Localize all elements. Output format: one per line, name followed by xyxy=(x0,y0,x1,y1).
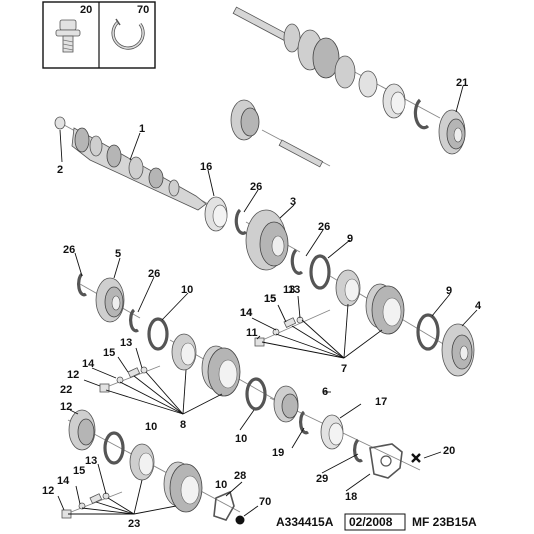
callout-23: 23 xyxy=(128,518,140,530)
callout-70: 70 xyxy=(259,496,271,508)
bolt-icon xyxy=(55,19,81,53)
synchro-ring-10-b xyxy=(245,377,267,411)
callout-2: 2 xyxy=(57,164,63,176)
callout-13-a: 13 xyxy=(283,284,295,296)
callout-12-a: 12 xyxy=(67,369,79,381)
callout-14-c: 14 xyxy=(57,475,70,487)
circlip-19 xyxy=(299,410,309,435)
callout-15-a: 15 xyxy=(264,293,276,305)
circlip-70-marker xyxy=(235,515,245,525)
synchro-ring-10-a xyxy=(147,317,169,351)
callout-14-b: 14 xyxy=(82,358,95,370)
callout-9-a: 9 xyxy=(347,233,353,245)
synchro-assembly-23 xyxy=(129,443,203,513)
circlip-top xyxy=(413,98,430,130)
callout-10-d: 10 xyxy=(215,479,227,491)
detent-parts-right xyxy=(254,309,331,347)
circlip-26-b xyxy=(290,248,304,275)
callout-10-b: 10 xyxy=(145,421,157,433)
footer-ref-code: A334415A xyxy=(276,515,334,529)
plate-18 xyxy=(369,443,403,479)
gear-21 xyxy=(438,109,466,155)
callout-26-a: 26 xyxy=(250,181,262,193)
pinion-gear-top xyxy=(230,99,260,141)
callout-26-d: 26 xyxy=(148,268,160,280)
pin-2 xyxy=(54,116,66,130)
legend-label-20: 20 xyxy=(80,4,92,16)
detent-parts-bottom xyxy=(61,491,123,519)
callout-21: 21 xyxy=(456,77,468,89)
detent-parts-mid xyxy=(99,365,161,393)
callout-14-a: 14 xyxy=(240,307,253,319)
callout-labels: 1 2 3 4 5 6 7 8 9 9 10 10 10 10 11 12 12… xyxy=(42,77,482,530)
gear-3 xyxy=(245,209,301,271)
callout-29: 29 xyxy=(316,473,328,485)
synchro-ring-9-a xyxy=(309,254,331,290)
bearing-top xyxy=(382,83,406,119)
legend-label-70: 70 xyxy=(137,4,149,16)
secondary-shaft-assembly xyxy=(230,6,466,168)
callout-1: 1 xyxy=(139,123,145,135)
callout-9-b: 9 xyxy=(446,285,452,297)
circlip-26-c xyxy=(77,272,87,297)
footer-model: MF 23B15A xyxy=(412,515,477,529)
callout-28: 28 xyxy=(234,470,246,482)
callout-12-b: 12 xyxy=(42,485,54,497)
synchro-ring-9-b xyxy=(416,313,440,351)
callout-19: 19 xyxy=(272,447,284,459)
gear-4 xyxy=(441,323,475,377)
synchro-ring-10-c xyxy=(103,431,125,465)
callout-5: 5 xyxy=(115,248,121,260)
callout-11: 11 xyxy=(246,327,258,339)
callout-22: 22 xyxy=(60,384,72,396)
circlip-29 xyxy=(353,438,363,463)
callout-15-b: 15 xyxy=(103,347,115,359)
legend-box: 20 70 xyxy=(42,1,156,69)
callout-13-c: 13 xyxy=(85,455,97,467)
gear-5 xyxy=(79,277,141,323)
synchro-assembly-8 xyxy=(169,333,291,409)
callout-17: 17 xyxy=(375,396,387,408)
callout-10-c: 10 xyxy=(235,433,247,445)
callout-12-c: 12 xyxy=(60,401,72,413)
bearing-16 xyxy=(204,196,228,232)
gear-6 xyxy=(269,385,421,471)
primary-shaft xyxy=(54,116,211,211)
shaft-gear-1 xyxy=(283,23,378,98)
callout-10-a: 10 xyxy=(181,284,193,296)
leader-lines xyxy=(57,85,478,517)
footer-date: 02/2008 xyxy=(349,515,393,529)
callout-16: 16 xyxy=(200,161,212,173)
callout-3: 3 xyxy=(290,196,296,208)
circlip-26-d xyxy=(129,308,139,333)
circlip-icon xyxy=(111,18,145,50)
callout-26-c: 26 xyxy=(63,244,75,256)
circlip-26-a xyxy=(234,208,248,235)
callout-6: 6 xyxy=(322,386,328,398)
callout-14-d: 14 xyxy=(240,307,253,319)
callout-13-b: 13 xyxy=(120,337,132,349)
callout-13-d: 13 xyxy=(288,284,300,296)
callout-15-c: 15 xyxy=(73,465,85,477)
bearing-17 xyxy=(320,414,344,450)
callout-26-b: 26 xyxy=(318,221,330,233)
footer-reference: A334415A 02/2008 MF 23B15A xyxy=(276,513,477,531)
callout-7: 7 xyxy=(341,363,347,375)
callout-4: 4 xyxy=(475,300,482,312)
callout-20: 20 xyxy=(443,445,455,457)
callout-15-d: 15 xyxy=(264,293,276,305)
callout-18: 18 xyxy=(345,491,357,503)
callout-8: 8 xyxy=(180,419,186,431)
bolt-20-marker xyxy=(411,453,421,463)
part-28 xyxy=(213,490,235,521)
